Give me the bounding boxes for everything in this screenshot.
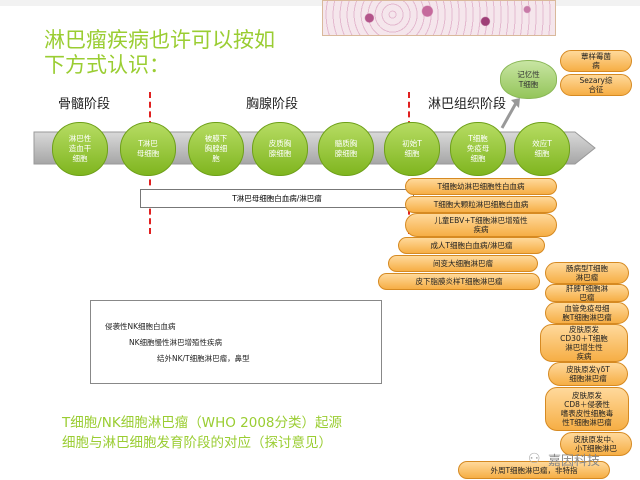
t-lymphoblastic-leukemia-label: T淋巴母细胞白血病/淋巴瘤	[140, 189, 414, 208]
histology-image	[322, 0, 556, 36]
disease-pill: 皮肤原发γδT 细胞淋巴瘤	[548, 362, 628, 386]
disease-pill: 皮肤原发 CD30＋T细胞 淋巴增生性 疾病	[540, 324, 628, 362]
stage-thymus: 胸腺阶段	[246, 97, 299, 112]
memory-arrow	[500, 102, 518, 129]
disease-pill: 外周T细胞淋巴瘤，非特指	[458, 461, 610, 479]
disease-pill: T细胞幼淋巴细胞性白血病	[405, 178, 557, 195]
node-naive-t-cell: 初始T 细胞	[384, 122, 440, 176]
disease-pill: 肠病型T细胞 淋巴瘤	[545, 262, 629, 284]
disease-label: T细胞幼淋巴细胞性白血病	[437, 182, 525, 191]
disease-pill: 蕈样霉菌 病	[560, 50, 632, 72]
disease-label: 皮肤原发中、 小T细胞淋巴	[573, 435, 619, 453]
stage-lymphoid-tissue: 淋巴组织阶段	[428, 97, 507, 112]
disease-label: 皮肤原发γδT 细胞淋巴瘤	[566, 365, 610, 383]
node-medullary-thymocyte: 髓质胸 腺细胞	[318, 122, 374, 176]
node-label: 被膜下 胸腺细 胞	[204, 134, 228, 163]
disease-pill: 血管免疫母细 胞T细胞淋巴瘤	[545, 302, 629, 324]
wechat-icon: ⚇	[528, 451, 541, 467]
disease-label: 肠病型T细胞 淋巴瘤	[565, 264, 609, 282]
disease-pill: T细胞大颗粒淋巴细胞白血病	[405, 196, 557, 213]
nk-cell-box: 侵袭性NK细胞白血病 NK细胞慢性淋巴增殖性疾病 结外NK/T细胞淋巴瘤，鼻型	[90, 300, 382, 384]
nk-disease-2: NK细胞慢性淋巴增殖性疾病	[129, 338, 223, 347]
memory-arrowhead	[511, 98, 520, 108]
node-label: 效应T 细胞	[532, 139, 552, 158]
title-line-2: 下方式认识：	[44, 53, 170, 77]
nk-disease-3: 结外NK/T细胞淋巴瘤，鼻型	[157, 354, 250, 363]
title-line-1: 淋巴瘤疾病也许可以按如	[44, 28, 275, 52]
node-label: T细胞 免疫母 细胞	[466, 134, 490, 163]
disease-label: 皮肤原发 CD30＋T细胞 淋巴增生性 疾病	[560, 325, 608, 361]
top-decoration	[0, 0, 640, 6]
disease-pill: 间变大细胞淋巴瘤	[388, 255, 538, 272]
node-memory-t-cell: 记忆性 T细胞	[500, 60, 557, 99]
disease-label: 皮下脂膜炎样T细胞淋巴瘤	[415, 277, 503, 286]
caption-line-2: 细胞与淋巴细胞发育阶段的对应（探讨意见）	[62, 435, 332, 451]
node-lymphoid-stem-cell: 淋巴性 造血干 细胞	[52, 122, 108, 176]
disease-label: 成人T细胞白血病/淋巴瘤	[430, 241, 513, 250]
disease-pill: 皮肤原发 CD8＋侵袭性 嗜表皮性细胞毒 性T细胞淋巴瘤	[545, 387, 629, 431]
node-effector-t-cell: 效应T 细胞	[514, 122, 570, 176]
node-label: 皮质胸 腺细胞	[268, 139, 292, 158]
disease-label: 间变大细胞淋巴瘤	[433, 259, 493, 268]
nk-disease-1: 侵袭性NK细胞白血病	[105, 322, 176, 331]
disease-pill: 儿童EBV+T细胞淋巴增殖性 疾病	[405, 213, 557, 237]
disease-label: 肝脾T细胞淋 巴瘤	[565, 284, 609, 302]
stage-bone-marrow: 骨髓阶段	[58, 97, 111, 112]
disease-label: 皮肤原发 CD8＋侵袭性 嗜表皮性细胞毒 性T细胞淋巴瘤	[560, 391, 614, 427]
slide-title: 淋巴瘤疾病也许可以按如 下方式认识：	[44, 28, 304, 78]
disease-pill: 皮肤原发中、 小T细胞淋巴	[560, 432, 632, 456]
watermark: 嘉因科技	[548, 454, 601, 469]
node-label: T淋巴 母细胞	[136, 139, 160, 158]
disease-pill: 皮下脂膜炎样T细胞淋巴瘤	[378, 273, 540, 290]
development-arrow	[33, 131, 596, 165]
disease-pill: 成人T细胞白血病/淋巴瘤	[398, 237, 545, 254]
node-t-lymphoblast: T淋巴 母细胞	[120, 122, 176, 176]
disease-label: T细胞大颗粒淋巴细胞白血病	[433, 200, 529, 209]
node-label: 记忆性 T细胞	[517, 69, 540, 89]
slide-caption: T细胞/NK细胞淋巴瘤（WHO 2008分类）起源 细胞与淋巴细胞发育阶段的对应…	[62, 413, 422, 453]
disease-label: 儿童EBV+T细胞淋巴增殖性 疾病	[434, 216, 528, 234]
disease-label: 外周T细胞淋巴瘤，非特指	[490, 465, 578, 475]
node-subcapsular-thymocyte: 被膜下 胸腺细 胞	[188, 122, 244, 176]
node-cortical-thymocyte: 皮质胸 腺细胞	[252, 122, 308, 176]
node-label: 髓质胸 腺细胞	[334, 139, 358, 158]
caption-line-1: T细胞/NK细胞淋巴瘤（WHO 2008分类）起源	[62, 415, 343, 431]
disease-label: 血管免疫母细 胞T细胞淋巴瘤	[562, 304, 612, 322]
disease-pill: 肝脾T细胞淋 巴瘤	[545, 284, 629, 302]
node-label: 淋巴性 造血干 细胞	[68, 134, 92, 163]
node-t-immunoblast: T细胞 免疫母 细胞	[450, 122, 506, 176]
disease-pill: Sezary综 合征	[560, 74, 632, 96]
disease-label: 蕈样霉菌 病	[581, 52, 611, 70]
node-label: 初始T 细胞	[402, 139, 422, 158]
disease-label: Sezary综 合征	[579, 76, 613, 94]
